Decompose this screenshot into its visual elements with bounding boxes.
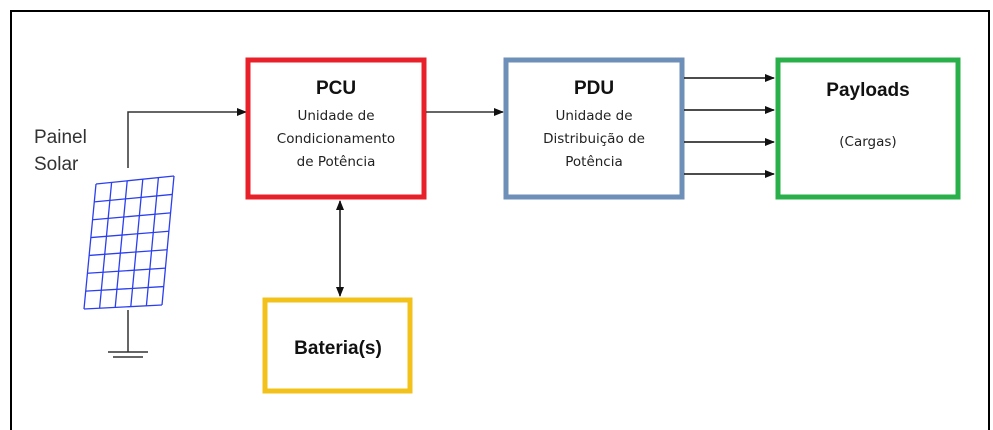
pdu-to-payloads-arrows: [684, 74, 775, 178]
pcu-title: PCU: [316, 78, 356, 99]
pcu-line3: de Potência: [297, 154, 376, 170]
pdu-line2: Distribuição de: [543, 131, 645, 147]
pcu-line1: Unidade de: [297, 108, 374, 124]
solar-panel-label-line2: Solar: [34, 154, 79, 175]
pdu-box: [503, 57, 685, 200]
ground-icon: [108, 310, 148, 358]
payloads-subtitle: (Cargas): [839, 134, 896, 150]
pcu-box: [245, 57, 427, 200]
pcu-line2: Condicionamento: [277, 131, 395, 147]
payloads-box: [775, 57, 961, 200]
diagram-frame: [10, 10, 990, 430]
panel-to-pcu-wire: [127, 108, 247, 168]
pdu-line1: Unidade de: [555, 108, 632, 124]
pdu-title: PDU: [574, 78, 614, 99]
solar-panel-label-line1: Painel: [34, 127, 87, 148]
pdu-line3: Potência: [565, 154, 623, 170]
battery-box: [262, 297, 413, 394]
payloads-title: Payloads: [826, 80, 909, 101]
solar-panel-icon: [83, 175, 175, 310]
battery-title: Bateria(s): [294, 338, 382, 359]
